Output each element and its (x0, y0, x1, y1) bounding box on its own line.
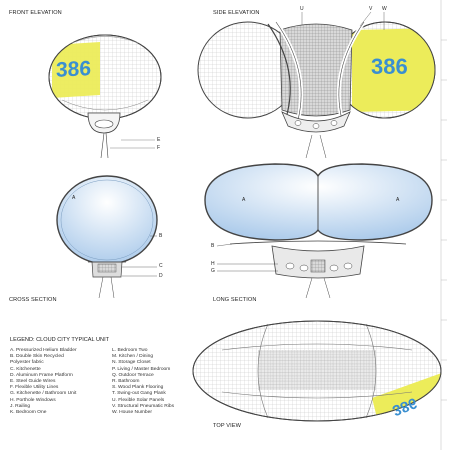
callout-a-long-left: A (242, 197, 246, 203)
house-number-side: 386 (371, 54, 408, 79)
side-elevation (197, 11, 436, 159)
front-elevation-title: FRONT ELEVATION (9, 10, 62, 16)
cross-section (56, 175, 158, 299)
callout-g: G (211, 268, 215, 274)
legend-item: Q. Outdoor Terrace (112, 372, 154, 378)
top-view-title: TOP VIEW (213, 423, 241, 429)
legend-item: S. Wood Plank Flooring (112, 385, 164, 391)
legend-item: P. Living / Master Bedroom (112, 366, 171, 372)
long-section (204, 163, 433, 299)
callout-f: F (157, 145, 161, 151)
legend-item: K. Bedroom One (10, 410, 47, 416)
callout-c: C (159, 263, 163, 269)
callout-u: U (300, 6, 304, 12)
callout-v: V (369, 6, 373, 12)
legend-item: T. Swing-out Gang Plank (112, 391, 166, 397)
house-number-front: 386 (56, 57, 92, 82)
legend-item: D. Aluminum Frame Platform (10, 372, 73, 378)
legend-item: J. Railing (10, 403, 31, 409)
legend-item: H. Porthole Windows (10, 397, 56, 403)
callout-a-long-right: A (396, 197, 400, 203)
legend-item: B. Double Skin Recycled (10, 354, 64, 360)
side-elevation-title: SIDE ELEVATION (213, 10, 260, 16)
callout-h: H (211, 261, 215, 267)
callout-e: E (157, 137, 161, 143)
long-section-title: LONG SECTION (213, 297, 257, 303)
top-view (192, 320, 442, 422)
callout-b-long: B (211, 243, 215, 249)
legend-item: U. Flexible Solar Panels (112, 397, 165, 403)
legend-item: W. House Number (112, 410, 152, 416)
legend-title: LEGEND: CLOUD CITY TYPICAL UNIT (10, 337, 110, 343)
legend-item: L. Bedroom Two (112, 348, 148, 353)
legend-item: A. Pressurized Helium Bladder (10, 348, 77, 353)
legend-item: V. Structural Pneumatic Ribs (112, 403, 175, 409)
legend-item: Polyester fabric (10, 360, 44, 366)
callout-d: D (159, 273, 163, 279)
legend-item: R. Bathroom (112, 379, 140, 385)
legend-item: E. Steel Guide Wires (10, 379, 56, 385)
front-elevation (48, 34, 162, 159)
legend-item: G. Kitchenette / Bathroom Unit (10, 391, 77, 397)
legend-item: F. Flexible Utility Lines (10, 385, 59, 391)
legend-item: N. Storage Closet (112, 360, 151, 366)
margin-scale (440, 0, 447, 450)
callout-a-cross: A (72, 195, 76, 201)
cross-section-title: CROSS SECTION (9, 297, 57, 303)
legend-item: C. Kitchenette (10, 366, 41, 372)
legend-item: M. Kitchen / Dining (112, 354, 154, 360)
callout-b-cross: B (159, 233, 163, 239)
callout-w: W (382, 6, 387, 12)
